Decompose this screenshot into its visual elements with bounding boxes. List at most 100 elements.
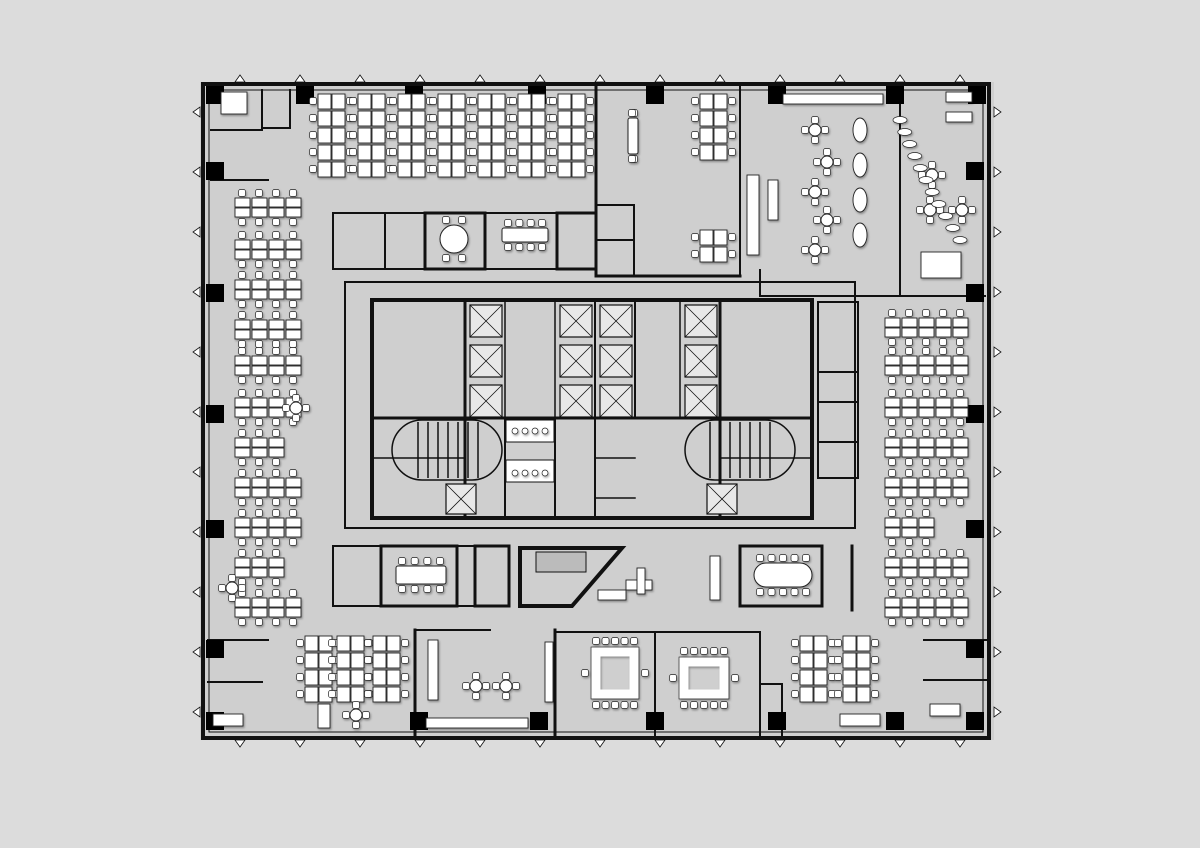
desk (371, 127, 386, 144)
desk (935, 477, 952, 488)
desk (437, 93, 452, 110)
desk (234, 207, 251, 218)
desk (945, 91, 973, 103)
ring-conference-table (591, 647, 639, 699)
desk (856, 686, 871, 703)
desk (477, 161, 492, 178)
facade-fin (534, 74, 546, 83)
desk (884, 327, 901, 338)
desk (331, 93, 346, 110)
desk (517, 144, 532, 161)
desk (437, 144, 452, 161)
desk (268, 567, 285, 578)
desk (901, 597, 918, 608)
desk (935, 597, 952, 608)
desk (901, 355, 918, 366)
desk (411, 161, 426, 178)
desk (268, 365, 285, 376)
desk (285, 597, 302, 608)
facade-fin (993, 166, 1002, 178)
desk (571, 110, 586, 127)
facade-fin (834, 739, 846, 748)
desk (813, 669, 828, 686)
facade-fin (594, 74, 606, 83)
desk (918, 567, 935, 578)
desk (234, 279, 251, 290)
desk (901, 477, 918, 488)
desk (952, 557, 969, 568)
desk (884, 365, 901, 376)
desk (952, 365, 969, 376)
desk (451, 144, 466, 161)
facade-fin (993, 226, 1002, 238)
desk (477, 93, 492, 110)
desk (397, 110, 412, 127)
column (966, 284, 984, 302)
desk (357, 161, 372, 178)
desk (268, 437, 285, 448)
column (886, 712, 904, 730)
desk (571, 93, 586, 110)
facade-fin (294, 74, 306, 83)
desk (268, 397, 285, 408)
desk (251, 487, 268, 498)
facade-fin (474, 739, 486, 748)
desk (918, 477, 935, 488)
desk (557, 110, 572, 127)
desk (713, 246, 728, 263)
desk (571, 144, 586, 161)
desk (531, 127, 546, 144)
desk (285, 607, 302, 618)
desk (952, 477, 969, 488)
desk (952, 355, 969, 366)
desk (350, 652, 365, 669)
desk (782, 93, 884, 105)
desk (331, 144, 346, 161)
desk (901, 487, 918, 498)
desk (234, 249, 251, 260)
desk (234, 397, 251, 408)
desk (813, 652, 828, 669)
desk (918, 317, 935, 328)
desk (285, 249, 302, 260)
desk (884, 407, 901, 418)
desk (935, 567, 952, 578)
round-table (499, 679, 513, 693)
desk (901, 437, 918, 448)
desk (918, 597, 935, 608)
desk (386, 669, 401, 686)
round-table (225, 581, 239, 595)
desk (952, 437, 969, 448)
column (206, 640, 224, 658)
facade-fin (294, 739, 306, 748)
reception-desk (518, 546, 627, 608)
desk (268, 487, 285, 498)
desk (411, 144, 426, 161)
desk (935, 397, 952, 408)
facade-fin (192, 646, 201, 658)
facade-fin (993, 706, 1002, 718)
facade-fin (714, 74, 726, 83)
desk (285, 487, 302, 498)
desk (531, 144, 546, 161)
desk (531, 93, 546, 110)
desk (336, 686, 351, 703)
column (530, 712, 548, 730)
desk (437, 127, 452, 144)
furniture (212, 91, 976, 729)
conference-table (627, 117, 639, 155)
facade-fin (993, 106, 1002, 118)
desk (285, 207, 302, 218)
column (966, 520, 984, 538)
column (966, 162, 984, 180)
column (206, 162, 224, 180)
facade-fin (192, 226, 201, 238)
column (206, 405, 224, 423)
desk (813, 686, 828, 703)
desk (234, 447, 251, 458)
desk (952, 407, 969, 418)
facade-fin (993, 586, 1002, 598)
column (206, 520, 224, 538)
desk (234, 289, 251, 300)
booth (852, 117, 868, 143)
